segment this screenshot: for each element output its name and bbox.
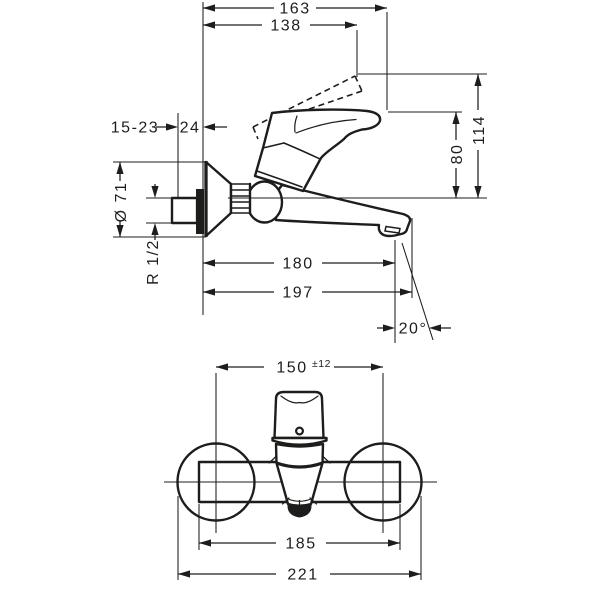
- left-escutcheon: [176, 442, 256, 522]
- handle-raised-dashed-outline: [252, 75, 363, 140]
- dim-connection-thread-label: R 1/2: [145, 239, 162, 285]
- side-view-dimensions: 163 138 15-23 24 Ø 71 R 1/2: [111, 1, 488, 338]
- right-escutcheon: [343, 442, 423, 522]
- dim-connection-spacing-label: 150: [276, 360, 307, 377]
- body-sphere: [245, 180, 284, 224]
- dim-overall-width-label: 221: [287, 567, 318, 584]
- dim-escutcheon-depth-label: 24: [180, 120, 201, 137]
- adjuster-ribs: [229, 182, 252, 215]
- dim-height-to-handle-label: 80: [449, 144, 466, 165]
- handle-front: [273, 390, 325, 440]
- escutcheon-cone: [204, 160, 233, 238]
- dim-spout-reach-total-label: 197: [282, 285, 313, 302]
- aerator-front: [287, 505, 312, 518]
- dim-body-width-label: 185: [285, 536, 316, 553]
- body-cone-front: [274, 442, 325, 507]
- dim-wall-range-label: 15-23: [111, 120, 159, 137]
- handle-collar-band: [271, 436, 328, 446]
- dim-spout-reach-aerator-label: 180: [282, 256, 313, 273]
- handle-dot: [295, 426, 305, 436]
- front-mixer-center: [268, 390, 331, 518]
- front-view: 150 ±12 185 221: [164, 358, 437, 584]
- mixer-body-and-handle: [253, 108, 382, 193]
- dim-escutcheon-diameter-label: Ø 71: [113, 182, 130, 223]
- dim-connection-tolerance-label: ±12: [312, 358, 331, 370]
- threaded-nipple: [196, 189, 204, 234]
- front-view-extension-lines: [164, 373, 437, 580]
- dim-spout-angle-label: 20°: [399, 321, 428, 338]
- aerator-detail: [384, 225, 401, 234]
- dim-reach-total-label: 163: [279, 1, 310, 18]
- wall-connection: [170, 160, 252, 238]
- front-view-dimensions: 150 ±12 185 221: [178, 358, 421, 584]
- side-view: 163 138 15-23 24 Ø 71 R 1/2: [111, 1, 488, 343]
- dim-height-handle-open-label: 114: [471, 115, 488, 145]
- spout: [272, 183, 412, 238]
- dim-reach-handle-label: 138: [270, 18, 301, 35]
- union-square: [170, 196, 200, 225]
